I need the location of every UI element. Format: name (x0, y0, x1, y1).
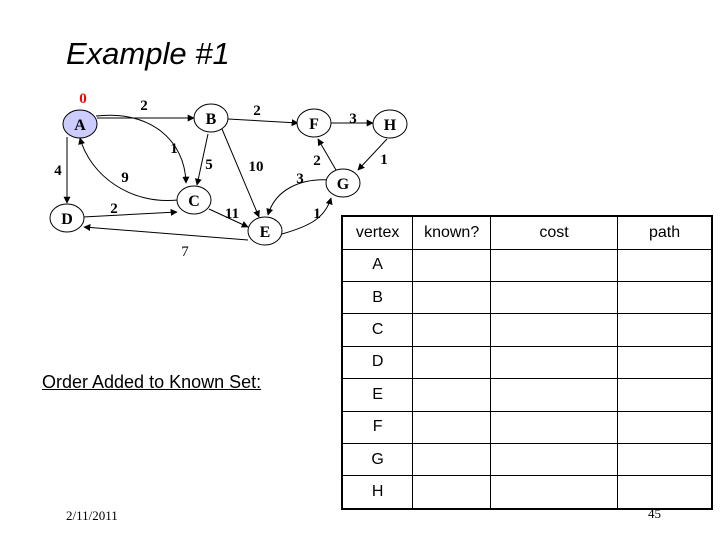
weight-A-D: 4 (54, 163, 62, 179)
table-row: A (341, 248, 713, 283)
order-added-label: Order Added to Known Set: (42, 372, 262, 392)
node-B (193, 103, 229, 133)
node-label-H: H (384, 117, 397, 134)
edge-C-A (78, 137, 179, 202)
node-label-E: E (260, 224, 271, 241)
weight-H-G: 1 (380, 152, 388, 168)
weight-B-C: 5 (205, 157, 213, 173)
node-H (372, 109, 408, 139)
weight-B-E: 10 (249, 159, 264, 175)
vertex-cell: A (341, 248, 414, 283)
node-G (325, 168, 361, 198)
edge-C-E (208, 208, 249, 228)
path-cell (617, 475, 713, 510)
cost-cell (490, 442, 619, 477)
node-label-B: B (206, 111, 217, 128)
path-cell (617, 410, 713, 444)
cost-cell (490, 345, 619, 380)
table-row: G (341, 442, 713, 477)
vertex-cell: C (341, 313, 414, 347)
vertex-cell: G (341, 442, 414, 477)
table-header-row: vertex known? cost path (341, 215, 713, 250)
node-label-C: C (188, 193, 200, 210)
edge-G-F (317, 138, 337, 171)
cost-cell (490, 475, 619, 510)
known-cell (412, 281, 492, 315)
known-cell (412, 410, 492, 444)
path-cell (617, 378, 713, 412)
edge-E-D (83, 224, 249, 241)
vertex-cell: B (341, 281, 414, 315)
weight-E-G: 1 (313, 206, 321, 222)
header-known: known? (412, 215, 492, 250)
footer-date: 2/11/2011 (66, 508, 118, 523)
node-A (62, 109, 98, 139)
graph-diagram: A B C D E F G H 0 2 1 4 9 5 10 2 2 11 7 … (49, 91, 408, 260)
cost-cell (490, 378, 619, 412)
cost-cell (490, 313, 619, 347)
weight-C-E: 11 (225, 206, 239, 222)
known-cell (412, 345, 492, 380)
known-cell (412, 378, 492, 412)
node-C (176, 185, 212, 215)
weight-G-F: 2 (313, 153, 321, 169)
vertex-cell: F (341, 410, 414, 444)
header-path: path (617, 215, 713, 250)
header-cost: cost (490, 215, 619, 250)
edge-B-C (194, 133, 209, 186)
weight-A-C: 1 (170, 141, 178, 157)
table-row: D (341, 345, 713, 380)
known-cell (412, 442, 492, 477)
slide-title: Example #1 (66, 36, 230, 71)
known-cell (412, 248, 492, 283)
node-label-D: D (61, 211, 73, 228)
cost-cell (490, 410, 619, 444)
table-row: C (341, 313, 713, 347)
known-cell (412, 313, 492, 347)
footer-page-number: 45 (648, 506, 661, 521)
edge-D-C (82, 208, 178, 218)
cost-cell (490, 248, 619, 283)
header-vertex: vertex (341, 215, 414, 250)
node-D (49, 203, 85, 233)
node-label-F: F (309, 116, 319, 133)
path-cell (617, 248, 713, 283)
edge-H-G (357, 138, 388, 171)
cost-cell (490, 281, 619, 315)
weight-G-E: 3 (296, 171, 304, 187)
weight-E-D: 7 (181, 244, 189, 260)
node-F (296, 108, 332, 138)
edge-G-E (266, 179, 331, 216)
node-label-A: A (74, 117, 86, 134)
vertex-cell: D (341, 345, 414, 380)
vertex-cell: H (341, 475, 414, 510)
edge-B-E (221, 128, 260, 218)
weight-B-F: 2 (253, 103, 261, 119)
weight-C-A: 9 (121, 170, 129, 186)
path-cell (617, 442, 713, 477)
known-cell (412, 475, 492, 510)
vertex-table: vertex known? cost path A B C D (341, 215, 713, 510)
weight-A-B: 2 (140, 98, 148, 114)
table-row: B (341, 281, 713, 315)
weight-D-C: 2 (110, 201, 118, 217)
path-cell (617, 345, 713, 380)
path-cell (617, 281, 713, 315)
table-row: F (341, 410, 713, 444)
edge-E-G (281, 197, 333, 235)
path-cell (617, 313, 713, 347)
edge-A-C (95, 114, 190, 184)
node-label-G: G (337, 176, 350, 193)
edge-B-F (227, 118, 299, 127)
node-E (247, 216, 283, 246)
start-distance-label: 0 (79, 91, 87, 107)
vertex-cell: E (341, 378, 414, 412)
table-row: E (341, 378, 713, 412)
table-row: H (341, 475, 713, 510)
weight-F-H: 3 (349, 111, 357, 127)
